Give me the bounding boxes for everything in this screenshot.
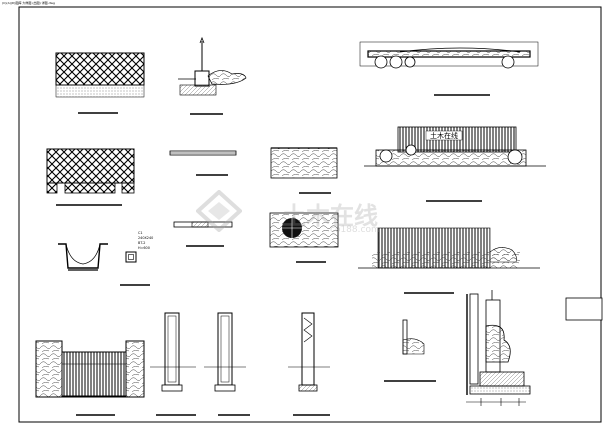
pillar-elevation-2 bbox=[204, 312, 250, 416]
light-post-detail bbox=[178, 36, 247, 115]
dim-label-2: 240X240 bbox=[138, 236, 153, 240]
wall-footing-section bbox=[466, 290, 531, 406]
small-post-detail bbox=[384, 319, 436, 382]
lattice-fence-elevation-2 bbox=[46, 148, 135, 206]
log-walkway-elevation bbox=[359, 41, 539, 96]
drawing-title-strip: (C)(A)(D)图库 大样图 (出图) 详图.dwg bbox=[2, 1, 55, 5]
lattice-fence-elevation-1 bbox=[55, 52, 145, 114]
dim-label-1: C1 bbox=[138, 231, 143, 235]
sign-lettering: 土木在线 bbox=[430, 131, 458, 140]
dim-label-4: H=600 bbox=[138, 246, 150, 250]
drawing-border bbox=[18, 6, 602, 423]
post-dimension-note: C1 240X240 BT-2 H=600 bbox=[120, 231, 153, 286]
watermark-text: 土木在线 bbox=[282, 202, 378, 230]
stone-wall-section bbox=[270, 147, 338, 194]
pillar-elevation-1 bbox=[150, 312, 196, 416]
entrance-sign-wall-elevation: 土木在线 bbox=[364, 126, 546, 202]
rail-section-detail bbox=[169, 150, 237, 176]
beam-section-detail bbox=[173, 221, 233, 247]
right-side-tab bbox=[565, 297, 603, 321]
bamboo-fence-elevation bbox=[358, 227, 540, 294]
entrance-gate-elevation bbox=[35, 340, 145, 416]
pillar-section-3 bbox=[288, 312, 330, 416]
drainage-channel-section bbox=[58, 243, 108, 271]
watermark-url: co188.com bbox=[330, 225, 380, 235]
wall-opening-elevation bbox=[269, 212, 339, 263]
dim-label-3: BT-2 bbox=[138, 241, 145, 245]
dim-label-stack: C1 240X240 BT-2 H=600 bbox=[138, 231, 153, 250]
watermark-logo-icon bbox=[196, 190, 242, 232]
